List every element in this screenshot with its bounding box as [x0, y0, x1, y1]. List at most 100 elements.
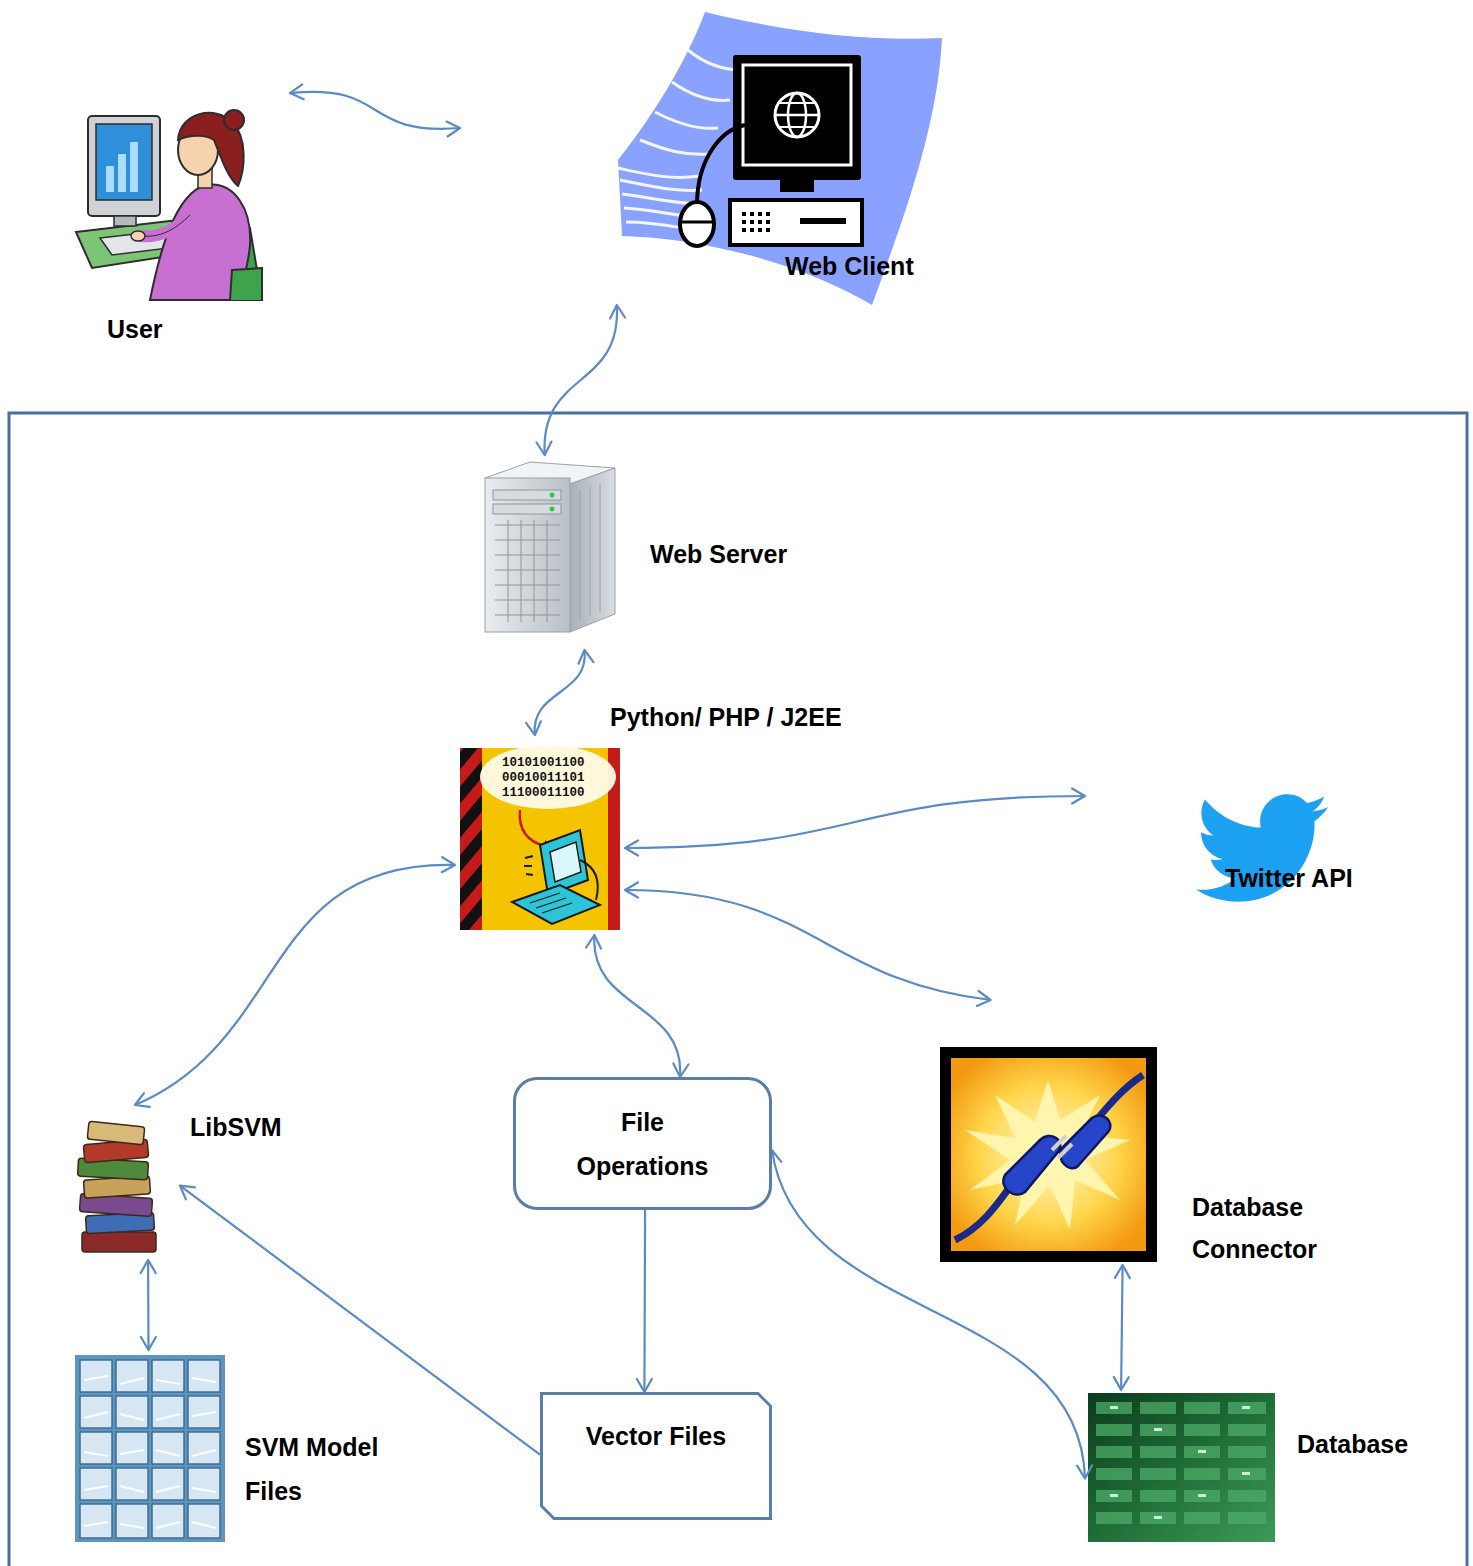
library-books-illustration [78, 1121, 156, 1252]
database-illustration-part [1110, 1406, 1250, 1519]
connector-arrow [290, 84, 460, 136]
database-illustration-part-part [1228, 1490, 1266, 1502]
web-server-illustration-part-part [547, 520, 548, 622]
web-server-illustration-part-part [495, 600, 560, 601]
web-server-illustration-part [493, 504, 561, 514]
arrow-head [625, 841, 638, 856]
web-client: Web Client [460, 10, 950, 305]
web-server-illustration-part [550, 507, 555, 512]
program-book-illustration-part [550, 842, 581, 882]
arrow-head [1077, 1465, 1092, 1478]
web-client-illustration-part [779, 102, 815, 104]
web-server-illustration-part-part [495, 555, 560, 556]
web-client-illustration-part-part [800, 218, 846, 224]
model-files-illustration-part-part [188, 1468, 220, 1500]
database-illustration-part-part [1110, 1494, 1118, 1497]
model-files-illustration-part [75, 1355, 225, 1542]
web-server-illustration-part [580, 483, 600, 620]
arrow-head [537, 442, 552, 455]
web-client-illustration-part-part [758, 228, 762, 232]
program-book-illustration-part [480, 745, 616, 809]
model-files-illustration-part-part [152, 1432, 184, 1464]
model-files-illustration-part-part [188, 1432, 220, 1464]
connector-line [535, 650, 585, 735]
web-server-illustration-part-part [495, 615, 560, 616]
binary-text: 11100011100 [502, 787, 585, 800]
web-client-illustration-part-part [766, 220, 770, 224]
model-files-illustration-part-part [84, 1486, 108, 1490]
database-illustration-part-part [1184, 1468, 1220, 1480]
user-illustration-part [130, 142, 138, 192]
user-illustration-part [140, 215, 190, 236]
model-files-illustration-part-part [156, 1380, 180, 1384]
web-server-illustration-part-part [495, 585, 560, 586]
web-server-illustration-part [495, 520, 560, 622]
model-files-illustration-part-part [120, 1450, 144, 1454]
model-files-illustration [75, 1355, 225, 1542]
database-illustration-part-part [1110, 1406, 1118, 1409]
connector-line [1121, 1265, 1123, 1390]
program-book-illustration-part-part [542, 903, 572, 913]
database-connector: Database Connector [940, 1000, 1160, 1265]
system-boundary [9, 413, 1467, 1566]
web-server-illustration-part-part [521, 520, 522, 622]
connector-line [772, 1150, 1085, 1478]
database-illustration-part-part [1184, 1490, 1220, 1502]
web-client-illustration-part [775, 93, 819, 137]
database-illustration-part-part [1140, 1512, 1176, 1524]
arrow-head [447, 122, 461, 137]
user-illustration-part [230, 268, 262, 300]
model-files-illustration-part-part [156, 1486, 180, 1492]
box-label: File Operations [558, 1100, 728, 1188]
arrow-head [586, 935, 601, 949]
user-actor: User [70, 85, 290, 355]
connector-line [544, 305, 617, 455]
model-files-illustration-part-part [116, 1360, 148, 1392]
web-client-illustration-part [733, 55, 861, 180]
web-client-illustration-part-part [750, 220, 754, 224]
user-illustration-part [131, 231, 145, 241]
arrow-head [977, 991, 991, 1006]
connector-line [643, 1210, 646, 1392]
model-files-illustration-part-part [192, 1450, 216, 1456]
model-files-illustration-part-part [120, 1378, 144, 1384]
model-files-illustration-part-part [152, 1468, 184, 1500]
web-server-illustration-part-part [508, 520, 509, 622]
program-book-illustration-part-part [524, 865, 532, 867]
program-book-illustration-part-part [525, 856, 533, 858]
component-label: Web Server [650, 538, 787, 570]
binary-text: 00010011101 [502, 772, 585, 785]
library-books-illustration-part [87, 1121, 145, 1145]
model-files-illustration-part-part [156, 1450, 180, 1456]
program-book-illustration-part [524, 856, 533, 875]
model-files-illustration-part-part [84, 1452, 108, 1456]
arrow-head [1114, 1377, 1129, 1390]
database-illustration-part-part [1184, 1424, 1220, 1436]
model-files-illustration-part-part [84, 1412, 108, 1418]
web-server-illustration-part-part [580, 490, 581, 620]
database-illustration-part-part [1184, 1402, 1220, 1414]
connector-line [625, 796, 1085, 848]
arrow-head [442, 857, 455, 872]
web-server: Web Server [478, 455, 620, 650]
web-client-illustration-part [680, 202, 714, 246]
connector-arrow [135, 857, 455, 1107]
database-illustration-part-part [1096, 1512, 1132, 1524]
web-client-illustration-part-part [742, 228, 746, 232]
library-books-illustration-part [82, 1232, 156, 1252]
web-server-illustration [485, 462, 615, 632]
arrow-head [180, 1186, 195, 1200]
user-illustration-part [114, 216, 136, 226]
component-label: Database Connector [1192, 1186, 1352, 1270]
database-illustration-part-part [1140, 1468, 1176, 1480]
model-files-illustration-part-part [116, 1396, 148, 1428]
connector-line [135, 865, 455, 1105]
web-server-illustration-part-part [534, 520, 535, 622]
model-files-illustration-part-part [192, 1378, 216, 1382]
connector-arrow [625, 883, 991, 1006]
model-files-illustration-part-part [116, 1432, 148, 1464]
model-files-illustration-part-part [188, 1396, 220, 1428]
web-client-illustration [618, 12, 942, 305]
